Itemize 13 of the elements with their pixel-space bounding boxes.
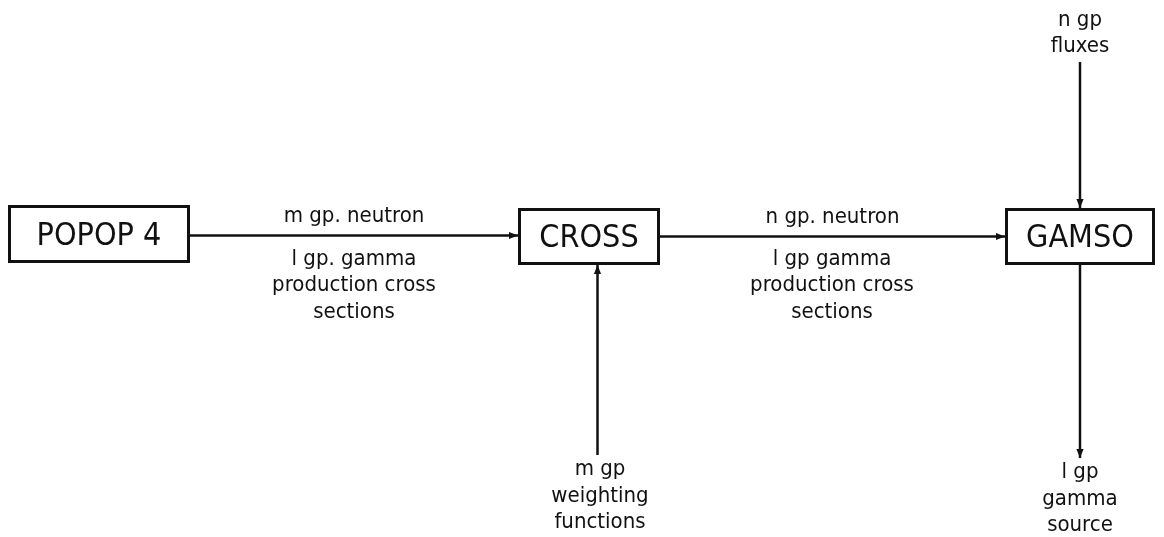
arrow [593,265,602,455]
box-label: CROSS [539,217,639,256]
process-box [1005,208,1155,265]
edge-note: l gp gamma production cross sections [749,245,915,325]
arrow [190,231,518,240]
process-box [8,205,190,263]
arrow [1076,62,1084,208]
box-label: GAMSO [1026,217,1134,256]
process-box [518,208,660,265]
box-label: POPOP 4 [36,214,162,254]
edge-note: l gp. gamma production cross sections [271,245,437,325]
arrow [1076,265,1084,458]
arrow [660,232,1005,241]
